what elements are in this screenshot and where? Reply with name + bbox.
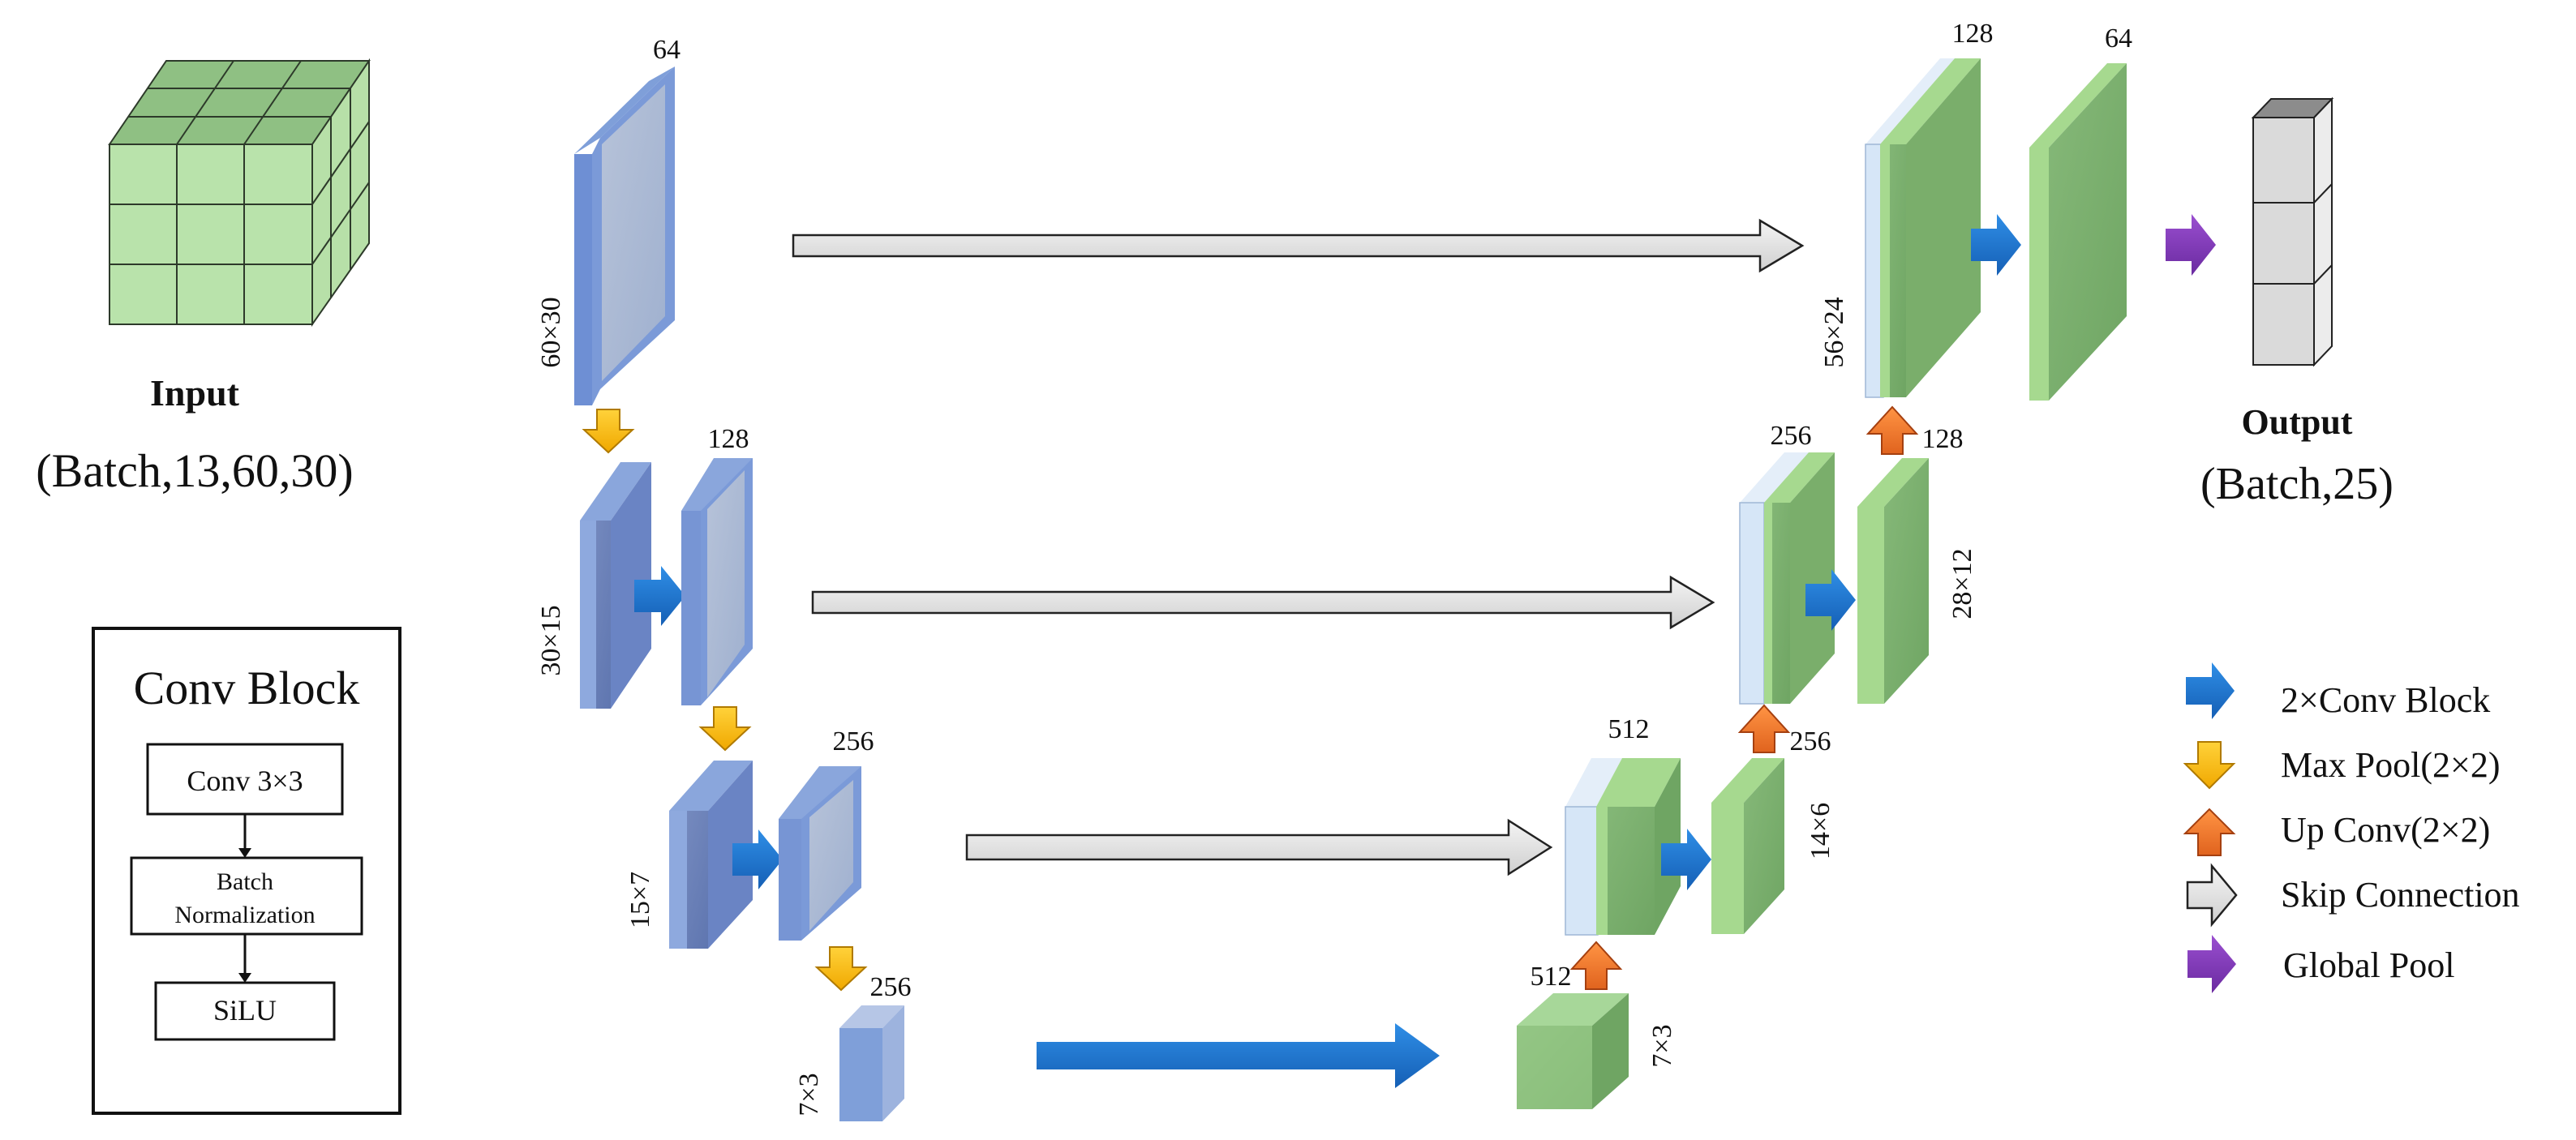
encoder-level3-block-b	[779, 766, 861, 941]
maxpool-arrow-2	[698, 706, 752, 752]
dec3-concat-channels: 512	[1608, 714, 1650, 744]
enc1-size: 60×30	[536, 297, 566, 367]
legend-maxpool-arrow-icon	[2183, 741, 2236, 790]
encoder-level2-block-a	[580, 462, 651, 709]
conv-step-normalization: Normalization	[174, 902, 315, 928]
dec2-concat-channels: 256	[1771, 421, 1812, 451]
conv-arrow-enc3	[732, 829, 783, 889]
decoder-level3-out-block	[1711, 758, 1784, 934]
output-tensor-stack	[2251, 96, 2334, 367]
bottleneck-conv-arrow	[1037, 1023, 1440, 1088]
decoder-level2-out-block	[1857, 458, 1929, 704]
encoder-level3-block-a	[669, 761, 753, 949]
conv-arrow-enc2	[634, 566, 685, 626]
maxpool-arrow-3	[814, 946, 868, 992]
legend-skip-arrow-icon	[2186, 863, 2238, 928]
maxpool-arrow-1	[582, 409, 635, 454]
dec1-out-channels: 64	[2105, 24, 2132, 54]
enc4-size: 7×3	[794, 1073, 824, 1116]
dec2-size: 28×12	[1947, 548, 1977, 619]
enc3-channels: 256	[833, 726, 874, 756]
input-shape: (Batch,13,60,30)	[36, 444, 353, 497]
enc2-size: 30×15	[536, 605, 566, 675]
legend-label-conv: 2×Conv Block	[2281, 680, 2490, 720]
skip-connection-1	[792, 218, 1805, 273]
enc3-size: 15×7	[625, 872, 655, 928]
dec1-size: 56×24	[1819, 297, 1849, 367]
skip-connection-2	[811, 575, 1715, 630]
upconv-arrow-3	[1865, 405, 1919, 455]
legend-conv-arrow-icon	[2186, 662, 2235, 719]
upconv-arrow-2	[1737, 704, 1791, 753]
dec4-up-channels: 512	[1531, 962, 1572, 992]
enc4-channels: 256	[870, 972, 912, 1002]
output-title: Output	[2242, 402, 2353, 442]
conv-block-heading: Conv Block	[134, 662, 360, 714]
input-title: Input	[150, 372, 240, 414]
conv-arrow-dec3	[1661, 829, 1711, 890]
legend-label-maxpool: Max Pool(2×2)	[2281, 745, 2500, 785]
enc1-channels: 64	[653, 35, 680, 65]
conv-block-box	[92, 627, 401, 1115]
decoder-level4-block	[1517, 993, 1629, 1109]
conv-step-conv: Conv 3×3	[187, 765, 303, 797]
output-shape: (Batch,25)	[2200, 459, 2394, 509]
conv-step-batch: Batch	[217, 868, 273, 895]
decoder-level1-out-block	[2029, 63, 2127, 401]
input-tensor-cube	[108, 58, 371, 328]
dec1-concat-channels: 128	[1952, 19, 1994, 49]
legend-globalpool-arrow-icon	[2187, 935, 2236, 993]
decoder-level2-concat-block	[1739, 452, 1835, 705]
upconv-arrow-1	[1569, 941, 1623, 990]
legend	[2183, 662, 2238, 993]
global-pool-arrow	[2166, 214, 2216, 276]
encoder-level1-block	[574, 66, 675, 405]
dec2-out-channels: 128	[1922, 424, 1964, 454]
enc2-channels: 128	[708, 424, 749, 454]
encoder-level4-block	[839, 1005, 904, 1121]
conv-arrow-dec1	[1971, 214, 2021, 276]
decoder-level1-concat-block	[1865, 58, 1981, 398]
conv-step-silu: SiLU	[213, 994, 277, 1026]
dec3-out-channels: 256	[1790, 726, 1831, 756]
legend-label-upconv: Up Conv(2×2)	[2281, 810, 2490, 850]
dec3-size: 14×6	[1805, 803, 1835, 859]
legend-upconv-arrow-icon	[2183, 808, 2236, 856]
legend-label-globalpool: Global Pool	[2283, 945, 2454, 985]
legend-label-skip: Skip Connection	[2281, 875, 2520, 915]
skip-connection-3	[965, 818, 1553, 876]
conv-arrow-dec2	[1805, 569, 1856, 631]
encoder-level2-block-b	[681, 458, 753, 705]
dec4-size: 7×3	[1647, 1024, 1677, 1067]
